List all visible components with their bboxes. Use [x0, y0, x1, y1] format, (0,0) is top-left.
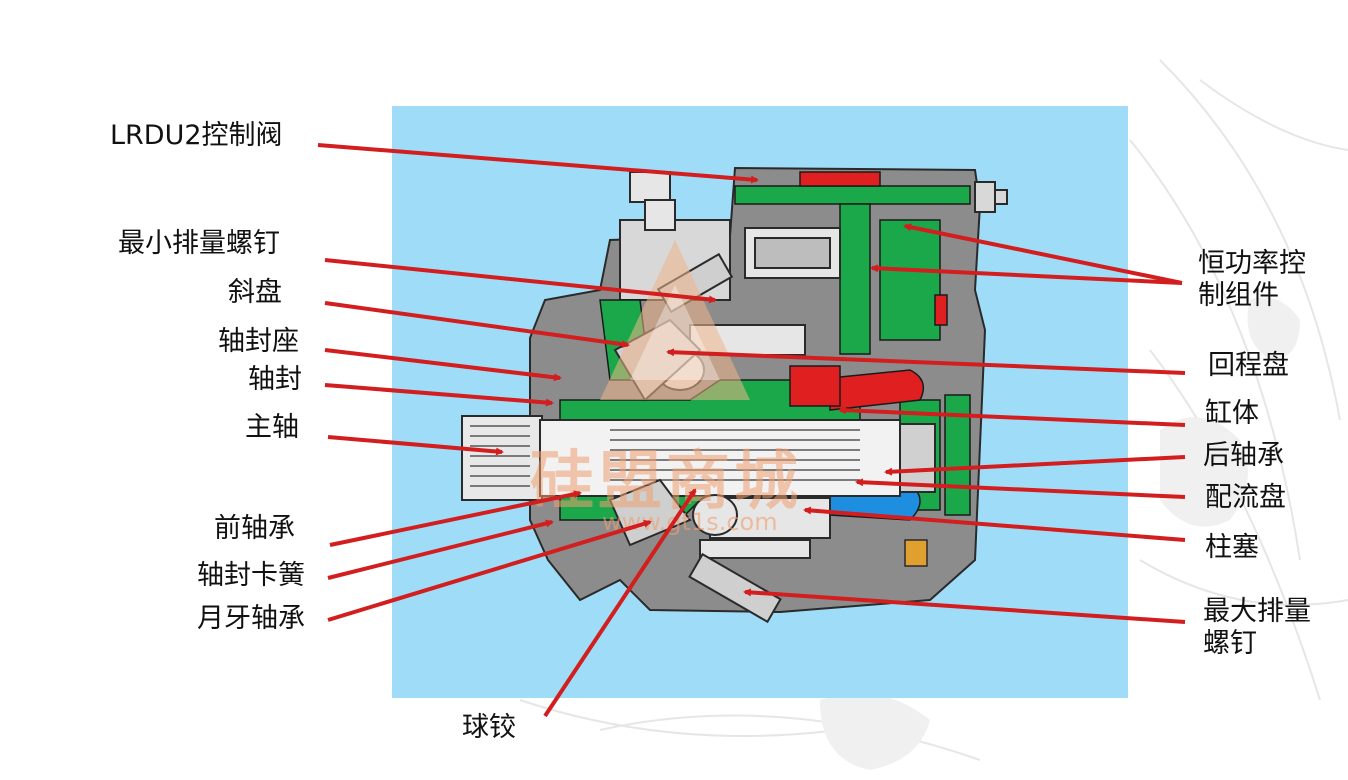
watermark-text: 硅盟商城	[530, 445, 802, 519]
label-shaft-seal-seat: 轴封座	[218, 326, 299, 357]
leader-return-plate	[666, 348, 1186, 375]
leader-min-disp-screw	[324, 258, 717, 304]
label-front-bearing: 前轴承	[214, 513, 295, 544]
label-seal-circlip: 轴封卡簧	[197, 560, 305, 591]
label-const-power-ctrl: 恒功率控制组件	[1198, 248, 1306, 312]
leader-swash-plate	[324, 301, 630, 349]
leader-max-disp-screw	[743, 588, 1186, 624]
watermark-url: www.gt1s.com	[602, 508, 778, 536]
spring	[904, 539, 928, 567]
leader-rear-bearing	[884, 455, 1186, 476]
leader-const-power-2	[870, 264, 1183, 285]
label-crescent-bearing: 月牙轴承	[197, 603, 305, 634]
leader-valve-plate	[855, 478, 1186, 499]
label-max-disp-screw: 最大排量螺钉	[1203, 596, 1311, 660]
leader-ball-joint	[543, 488, 697, 718]
leader-shaft-seal-seat	[324, 348, 562, 382]
leader-seal-circlip	[327, 519, 554, 580]
high-pressure-passage	[789, 171, 948, 411]
label-shaft-seal: 轴封	[248, 364, 302, 395]
leader-shaft-seal	[324, 383, 554, 407]
leader-control-valve	[317, 143, 759, 184]
leader-crescent-bearing	[327, 519, 652, 622]
leader-cylinder-block	[838, 406, 1186, 427]
label-min-disp-screw: 最小排量螺钉	[118, 228, 280, 259]
drive-shaft	[461, 415, 936, 501]
leader-front-bearing	[329, 490, 582, 547]
label-control-valve: LRDU2控制阀	[110, 120, 283, 151]
label-rear-bearing: 后轴承	[1203, 440, 1284, 471]
leader-main-shaft	[327, 435, 504, 456]
leader-const-power-1	[903, 223, 1183, 285]
label-piston: 柱塞	[1205, 532, 1259, 563]
label-return-plate: 回程盘	[1208, 350, 1289, 381]
label-main-shaft: 主轴	[245, 412, 299, 443]
label-swash-plate: 斜盘	[228, 277, 282, 308]
label-valve-plate: 配流盘	[1205, 482, 1286, 513]
leader-piston	[803, 506, 1186, 542]
label-ball-joint: 球铰	[462, 712, 516, 743]
label-cylinder-block: 缸体	[1205, 398, 1259, 429]
